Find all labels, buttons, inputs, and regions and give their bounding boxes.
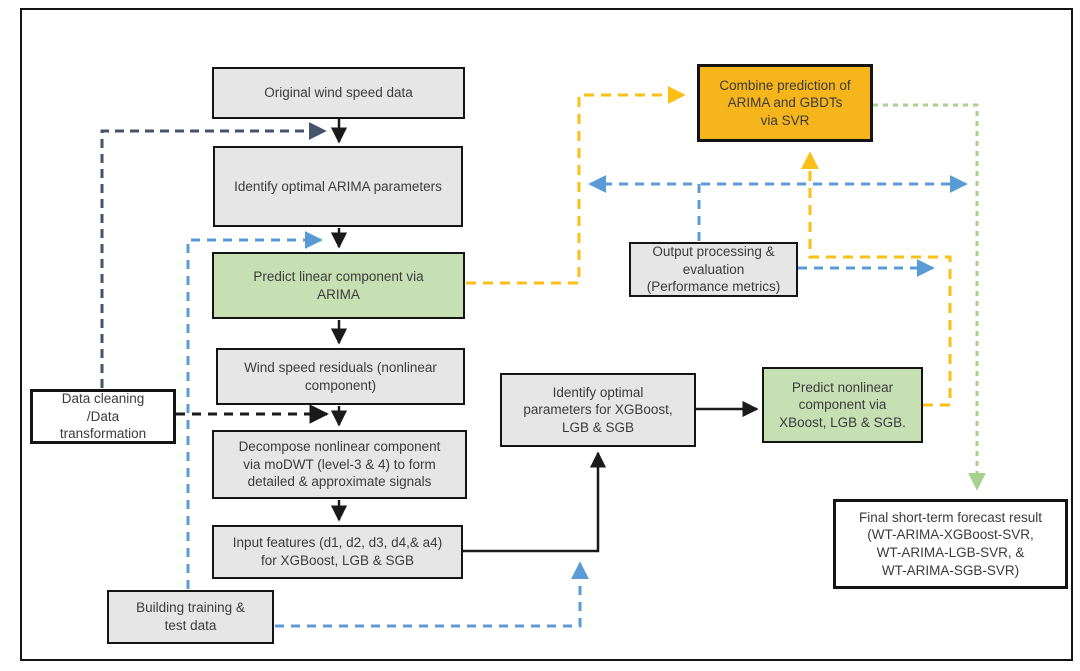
diagram-frame <box>20 8 1073 661</box>
node-wind-speed-residuals: Wind speed residuals (nonlinear componen… <box>216 348 465 405</box>
node-input-features: Input features (d1, d2, d3, d4,& a4) for… <box>212 525 463 579</box>
node-predict-linear-component-arima: Predict linear component via ARIMA <box>212 252 465 319</box>
node-building-training-test-data: Building training & test data <box>107 590 274 644</box>
node-identify-optimal-arima-parameters: Identify optimal ARIMA parameters <box>213 146 463 227</box>
node-combine-prediction-svr: Combine prediction of ARIMA and GBDTs vi… <box>697 64 873 142</box>
node-data-cleaning-transformation: Data cleaning /Data transformation <box>30 389 176 444</box>
node-original-wind-speed-data: Original wind speed data <box>212 67 465 119</box>
node-decompose-nonlinear-modwt: Decompose nonlinear component via moDWT … <box>212 430 467 499</box>
node-output-processing-evaluation: Output processing & evaluation (Performa… <box>629 242 798 297</box>
node-identify-optimal-gbdt-parameters: Identify optimal parameters for XGBoost,… <box>500 373 696 447</box>
node-final-forecast-result: Final short-term forecast result (WT-ARI… <box>833 499 1068 589</box>
node-predict-nonlinear-component: Predict nonlinear component via XBoost, … <box>762 367 923 443</box>
